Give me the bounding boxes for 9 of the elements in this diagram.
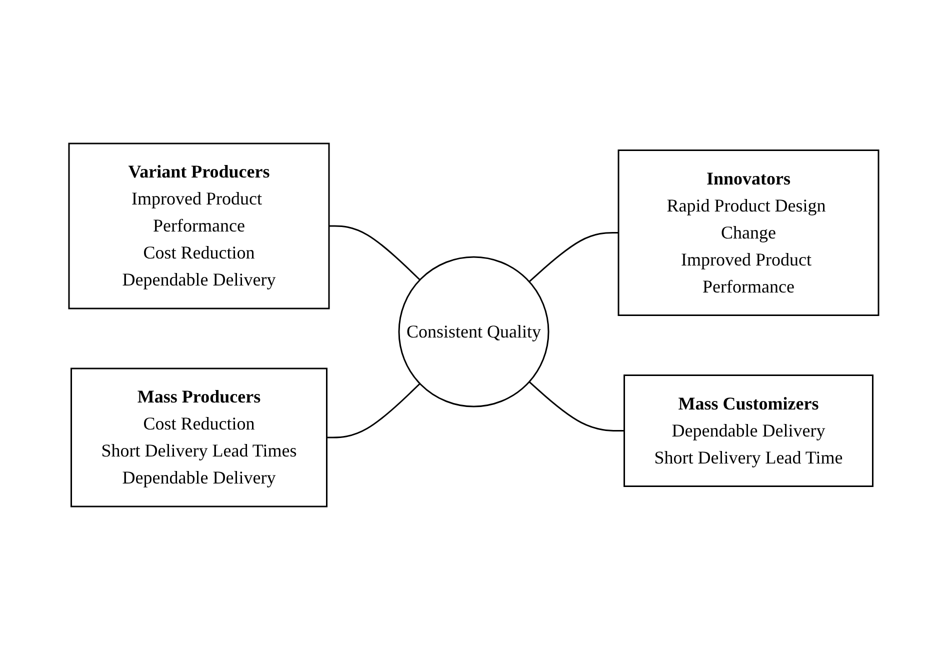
connector [326, 383, 420, 438]
node-box: Variant Producers Improved Product Performance Cost Reduction Dependable Delivery [68, 142, 330, 310]
node-circle: Consistent Quality [398, 256, 549, 408]
connector [528, 232, 618, 282]
connector [328, 225, 420, 280]
connector [528, 381, 624, 432]
node-box: Innovators Rapid Product Design Change Improved Product Performance [618, 150, 879, 316]
node-box: Mass Customizers Dependable Delivery Short Delivery Lead Time [623, 374, 874, 487]
node-box: Mass Producers Cost Reduction Short Delivery Lead Times Dependable Delivery [70, 368, 328, 508]
